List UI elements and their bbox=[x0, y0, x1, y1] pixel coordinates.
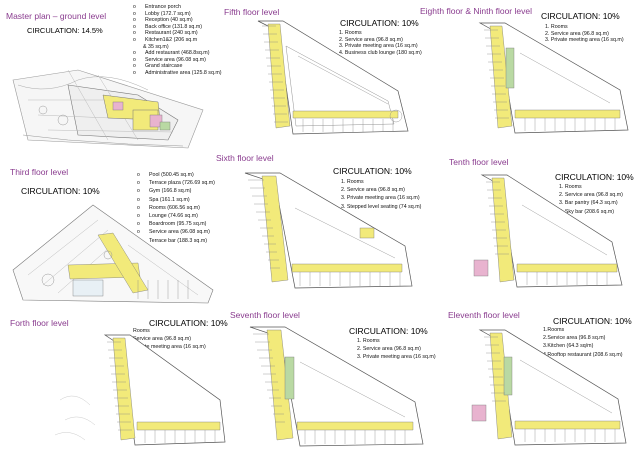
master-site-plan bbox=[8, 40, 213, 150]
list-item: 2. Service area (96.8 sq.m) bbox=[341, 187, 405, 194]
third-circulation: CIRCULATION: 10% bbox=[21, 186, 100, 196]
list-item: Private meeting area (16 sq.m) bbox=[133, 344, 206, 351]
eighth-room-list: 1. Rooms 2. Service area (96.8 sq.m) 3. … bbox=[545, 24, 624, 44]
list-item: 3. Bar pantry (64.3 sq.m) bbox=[559, 200, 618, 207]
list-item: 2. Service area (96.8 sq.m) bbox=[559, 192, 623, 199]
eighth-floor-plan bbox=[470, 18, 635, 136]
tenth-room-list: 1. Rooms 2. Service area (96.8 sq.m) 3. … bbox=[559, 183, 623, 216]
sixth-circulation: CIRCULATION: 10% bbox=[333, 166, 412, 176]
list-item: 2. Service area (96.8 sq.m) bbox=[357, 346, 421, 353]
list-item: Service area (96.08 sq.m) bbox=[133, 57, 222, 64]
list-item: Rooms bbox=[133, 328, 150, 334]
fourth-floor-plan bbox=[55, 330, 230, 448]
fifth-title: Fifth floor level bbox=[224, 7, 280, 17]
list-item: 1. Rooms bbox=[545, 24, 568, 30]
list-item: Spa (161.1 sq.m) bbox=[137, 196, 215, 204]
list-item: Reception (40 sq.m) bbox=[133, 17, 222, 24]
tenth-floor-plan bbox=[472, 170, 632, 290]
list-item: 3. Private meeting area (16 sq.m) bbox=[545, 37, 624, 44]
eleventh-floor-plan bbox=[470, 325, 635, 447]
eleventh-circulation: CIRCULATION: 10% bbox=[553, 316, 632, 326]
list-item: Kitchen1&2 (206 sq.m bbox=[133, 37, 222, 44]
list-item: 3. Private meeting area (16 sq.m) bbox=[357, 354, 436, 361]
list-item: 4. Sky bar (208.6 sq.m) bbox=[559, 208, 615, 215]
list-item: Grand staircase bbox=[133, 63, 222, 70]
list-item: Add restaurant (468.8sq.m) bbox=[133, 50, 222, 57]
list-item: 1. Rooms bbox=[339, 30, 362, 36]
eighth-circulation: CIRCULATION: 10% bbox=[541, 11, 620, 21]
list-item: Service area (96.08 sq.m) bbox=[137, 228, 215, 236]
eleventh-title: Eleventh floor level bbox=[448, 310, 520, 320]
eighth-title: Eighth floor & Ninth floor level bbox=[420, 6, 532, 16]
sixth-title: Sixth floor level bbox=[216, 153, 274, 163]
fourth-circulation: CIRCULATION: 10% bbox=[149, 318, 228, 328]
list-item: 3. Private meeting area (16 sq.m) bbox=[339, 43, 418, 50]
eleventh-room-list: 1.Rooms 2.Service area (96.8 sq.m) 3.Kit… bbox=[543, 326, 623, 359]
list-item: Back office (131.8 sq.m) bbox=[133, 24, 222, 31]
fourth-room-list: Rooms Service area (96.8 sq.m) Private m… bbox=[133, 327, 206, 352]
list-item: 1.Rooms bbox=[543, 327, 565, 333]
third-title: Third floor level bbox=[10, 167, 69, 177]
tenth-circulation: CIRCULATION: 10% bbox=[555, 172, 634, 182]
list-item: 1. Rooms bbox=[357, 338, 380, 344]
list-item: 4. Business club lounge (180 sq.m) bbox=[339, 49, 422, 56]
list-item: 3.Kitchen (64.3 sq/m) bbox=[543, 343, 594, 350]
third-floor-plan bbox=[8, 195, 223, 305]
seventh-room-list: 1. Rooms 2. Service area (96.8 sq.m) 3. … bbox=[357, 337, 436, 362]
list-item: 4.Rooftop restaurant (208.6 sq.m) bbox=[543, 351, 623, 358]
list-item: Administrative area (125.8 sq.m) bbox=[133, 70, 222, 77]
list-item: 2. Service area (96.8 sq.m) bbox=[545, 30, 609, 37]
list-item: 1. Rooms bbox=[341, 179, 364, 185]
seventh-circulation: CIRCULATION: 10% bbox=[349, 326, 428, 336]
list-item: Lobby (172.7 sq.m) bbox=[133, 11, 222, 18]
list-item: 3. Private meeting area (16 sq.m) bbox=[341, 195, 420, 202]
list-item: 2.Service area (96.8 sq.m) bbox=[543, 335, 606, 342]
master-title: Master plan – ground level bbox=[6, 11, 107, 21]
fourth-title: Forth floor level bbox=[10, 318, 69, 328]
list-item: 3. Stepped level seating (74 sq.m) bbox=[341, 203, 422, 210]
list-item: Terrace plaza (726.69 sq.m) bbox=[137, 179, 215, 187]
seventh-floor-plan bbox=[245, 322, 430, 448]
third-room-list: Pool (500.45 sq.m) Terrace plaza (726.69… bbox=[137, 171, 215, 245]
list-item: 2. Service area (96.8 sq.m) bbox=[339, 36, 403, 43]
master-room-list: Entrance porch Lobby (172.7 sq.m) Recept… bbox=[133, 4, 222, 77]
list-item: & 35 sq.m) bbox=[143, 43, 169, 50]
list-item: Restaurant (240 sq.m) bbox=[133, 30, 222, 37]
fifth-circulation: CIRCULATION: 10% bbox=[340, 18, 419, 28]
list-item: Gym (166.8 sq.m) bbox=[137, 187, 215, 195]
sixth-room-list: 1. Rooms 2. Service area (96.8 sq.m) 3. … bbox=[341, 178, 421, 211]
list-item: Boardroom (95.75 sq.m) bbox=[137, 220, 215, 228]
fifth-room-list: 1. Rooms 2. Service area (96.8 sq.m) 3. … bbox=[339, 30, 422, 56]
master-circulation: CIRCULATION: 14.5% bbox=[27, 26, 103, 35]
list-item: 1. Rooms bbox=[559, 184, 582, 190]
tenth-title: Tenth floor level bbox=[449, 157, 509, 167]
sixth-floor-plan bbox=[240, 168, 420, 290]
list-item: Pool (500.45 sq.m) bbox=[137, 171, 215, 179]
seventh-title: Seventh floor level bbox=[230, 310, 300, 320]
list-item: Rooms (606.56 sq.m) bbox=[137, 204, 215, 212]
list-item: Service area (96.8 sq.m) bbox=[133, 336, 191, 343]
list-item: Entrance porch bbox=[133, 4, 222, 11]
fifth-floor-plan bbox=[238, 16, 413, 136]
list-item: Lounge (74.66 sq.m) bbox=[137, 212, 215, 220]
